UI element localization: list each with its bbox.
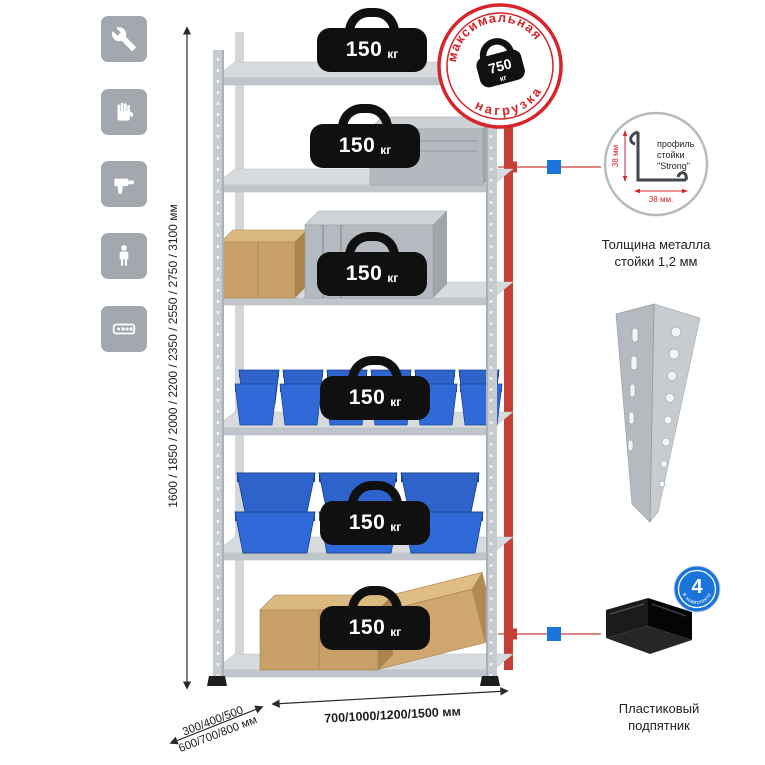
stamp-load-value: 750 bbox=[487, 55, 514, 77]
kettlebell-body: 150 кг bbox=[310, 124, 420, 168]
shelf-load-badge: 150 кг bbox=[310, 104, 420, 168]
foot-caption: Пластиковый подпятник bbox=[584, 700, 734, 734]
shelf-load-badge: 150 кг bbox=[320, 481, 430, 545]
max-load-stamp: максимальная нагрузка 750 кг bbox=[435, 0, 563, 129]
kettlebell-handle-icon bbox=[348, 586, 402, 610]
feature-tile-fasteners bbox=[101, 306, 147, 352]
depth-dimension-line bbox=[169, 705, 264, 745]
load-value: 150 bbox=[348, 386, 386, 409]
load-value: 150 bbox=[338, 134, 376, 157]
badge-count: 4 bbox=[691, 576, 703, 598]
rack-front-posts bbox=[207, 50, 500, 686]
feature-tile-drill bbox=[101, 161, 147, 207]
kettlebell-handle-icon bbox=[338, 104, 392, 128]
load-unit: кг bbox=[390, 624, 402, 639]
profile-shape bbox=[636, 132, 686, 182]
kettlebell-body: 150 кг bbox=[320, 376, 430, 420]
kettlebell-handle-icon bbox=[345, 232, 399, 256]
profile-horizontal-dim: 38 мм. bbox=[649, 195, 673, 204]
profile-label-line1: профиль bbox=[657, 139, 695, 149]
load-value: 150 bbox=[345, 38, 383, 61]
shelf-load-badge: 150 кг bbox=[317, 8, 427, 72]
kettlebell-body: 150 кг bbox=[317, 28, 427, 72]
height-dimension-label: 1600 / 1850 / 2000 / 2200 / 2350 / 2550 … bbox=[166, 204, 180, 508]
drill-icon bbox=[114, 178, 134, 194]
profile-caption-line2: стойки 1,2 мм bbox=[614, 254, 698, 269]
perforated-post-image bbox=[615, 303, 701, 524]
load-unit: кг bbox=[387, 270, 399, 285]
feature-tile-tools bbox=[101, 16, 147, 62]
stamp-load-unit: кг bbox=[499, 73, 508, 83]
load-unit: кг bbox=[390, 394, 402, 409]
blue-marker bbox=[547, 627, 561, 641]
blue-marker bbox=[547, 160, 561, 174]
kettlebell-handle-icon bbox=[479, 38, 514, 60]
load-value: 150 bbox=[348, 616, 386, 639]
feature-tile-person bbox=[101, 233, 147, 279]
kettlebell-body: 150 кг bbox=[317, 252, 427, 296]
feature-tile-gloves bbox=[101, 89, 147, 135]
person-icon bbox=[119, 245, 129, 266]
profile-caption-line1: Толщина металла bbox=[601, 237, 711, 252]
kettlebell-body: 150 кг bbox=[320, 501, 430, 545]
load-unit: кг bbox=[380, 142, 392, 157]
load-unit: кг bbox=[387, 46, 399, 61]
gloves-icon bbox=[117, 102, 134, 121]
profile-vertical-dim: 38 мм bbox=[611, 145, 620, 167]
shelf-load-badge: 150 кг bbox=[320, 586, 430, 650]
plastic-foot-image bbox=[606, 598, 692, 654]
load-unit: кг bbox=[390, 519, 402, 534]
kettlebell-body: 150 кг bbox=[320, 606, 430, 650]
kettlebell-handle-icon bbox=[345, 8, 399, 32]
load-value: 150 bbox=[348, 511, 386, 534]
kettlebell-handle-icon bbox=[348, 356, 402, 380]
load-value: 150 bbox=[345, 262, 383, 285]
profile-caption: Толщина металла стойки 1,2 мм bbox=[576, 236, 736, 270]
rack-back-right-post-highlighted bbox=[504, 32, 513, 670]
profile-label-line3: "Strong" bbox=[657, 161, 690, 171]
cardboard-box-small bbox=[220, 229, 308, 299]
wrench-icon bbox=[112, 27, 136, 51]
foot-caption-line1: Пластиковый bbox=[618, 701, 700, 716]
shelf-load-badge: 150 кг bbox=[317, 232, 427, 296]
fasteners-icon bbox=[112, 323, 136, 335]
included-count-badge: в комплекте 4 bbox=[673, 565, 721, 613]
profile-label-line2: стойки bbox=[657, 150, 685, 160]
shelf-load-badge: 150 кг bbox=[320, 356, 430, 420]
foot-caption-line2: подпятник bbox=[628, 718, 690, 733]
kettlebell-body bbox=[476, 49, 525, 88]
kettlebell-handle-icon bbox=[348, 481, 402, 505]
rack-back-left-post bbox=[235, 32, 244, 670]
post-holes bbox=[627, 326, 682, 488]
post-profile-detail: 38 мм 38 мм. профиль стойки "Strong" bbox=[603, 111, 709, 217]
width-dimension-line bbox=[271, 687, 509, 708]
